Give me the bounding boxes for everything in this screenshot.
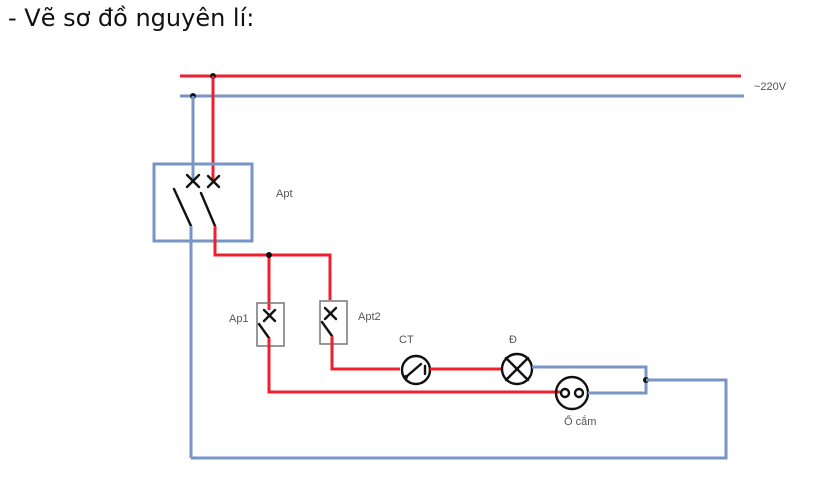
main-breaker-box (152, 162, 254, 243)
switch-label: CT (399, 334, 414, 346)
breaker1-contact-icon (262, 308, 277, 323)
breaker2-contact-icon (323, 306, 338, 321)
socket-neutral-wire (588, 380, 648, 395)
section-heading: - Vẽ sơ đồ nguyên lí: (8, 4, 255, 32)
lamp-neutral-wire (532, 365, 648, 380)
switch-input-wire (330, 336, 400, 371)
lamp-label: Đ (509, 334, 517, 346)
phase-branch-junction-dot (266, 252, 272, 258)
neutral-return-wire (191, 378, 728, 460)
socket-phase-wire (267, 338, 560, 394)
switch-icon (400, 354, 432, 386)
breaker2-blade-icon (320, 320, 334, 338)
breaker1-label: Ap1 (229, 313, 249, 325)
main-breaker-contact-phase-icon (206, 174, 221, 189)
breaker2-label: Apt2 (358, 311, 381, 323)
lamp-icon (500, 352, 534, 386)
supply-voltage-label: ~220V (754, 81, 787, 93)
socket-label: Ổ cắm (564, 415, 596, 428)
main-breaker-label: Apt (276, 188, 293, 200)
main-breaker-contact-neutral-icon (185, 173, 201, 189)
main-breaker-blade-neutral-icon (172, 187, 193, 228)
phase-distribution-wire (213, 226, 332, 300)
main-breaker-blade-phase-icon (199, 191, 217, 228)
breaker1-blade-icon (257, 322, 271, 340)
socket-icon (554, 375, 590, 411)
